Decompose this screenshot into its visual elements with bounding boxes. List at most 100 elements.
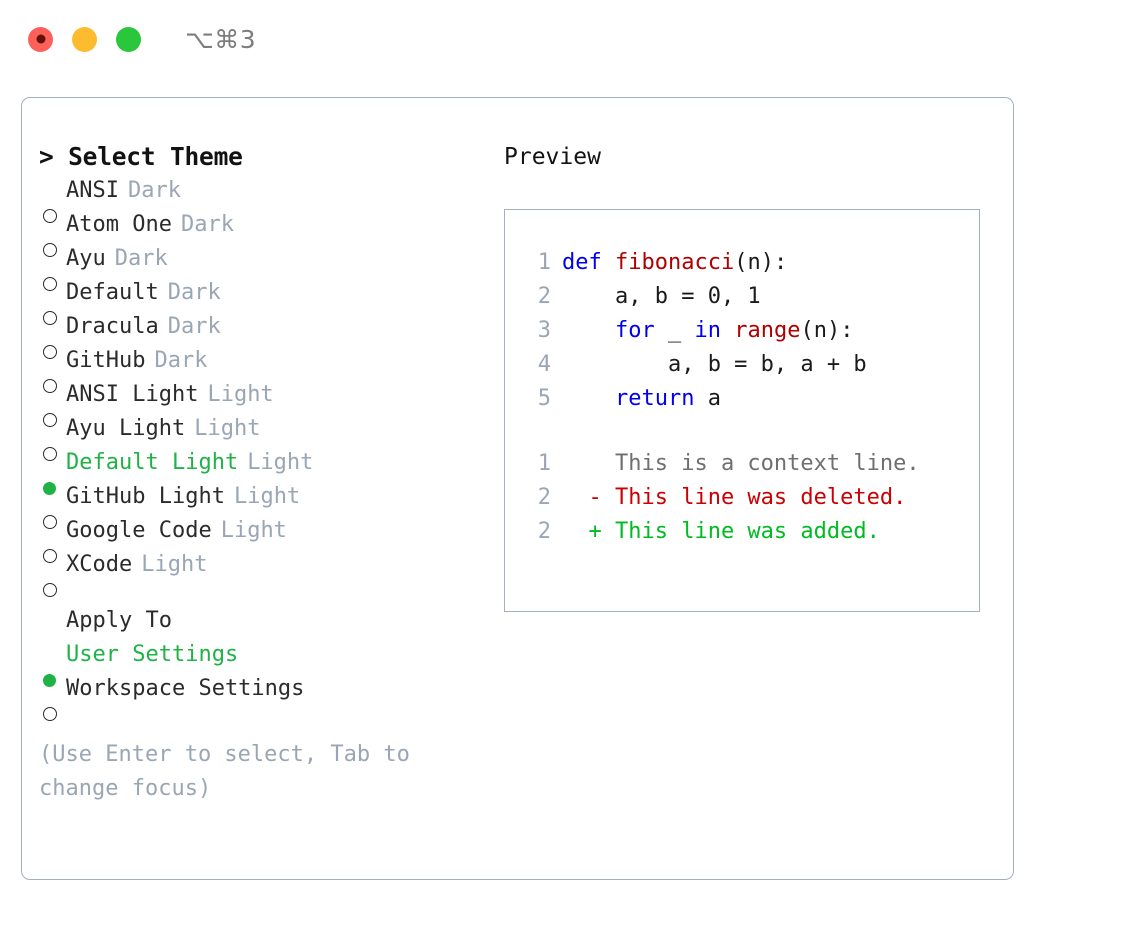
radio-dot [43, 674, 56, 687]
theme-option-label: GitHub Light [66, 484, 225, 509]
apply-to-option-user-settings[interactable]: User Settings [39, 638, 492, 687]
diff-line-number: 2 [537, 519, 551, 544]
code-token-kw: for [614, 318, 655, 343]
theme-option-label: Atom One [66, 212, 172, 237]
radio-dot [43, 707, 57, 721]
diff-line-ctx: 1 This is a context line. [523, 447, 979, 481]
theme-option-label: Default [66, 280, 159, 305]
hint-spacer [39, 706, 492, 738]
apply-to-header: Apply To [66, 608, 172, 633]
code-line-number: 2 [537, 284, 551, 309]
code-token-txt: (n): [800, 318, 854, 343]
code-line-content: def fibonacci(n): [562, 246, 787, 280]
theme-option-default[interactable]: Default Dark [39, 276, 492, 325]
code-line-content: a, b = b, a + b [562, 348, 867, 382]
radio-dot [43, 447, 57, 461]
radio-dot [43, 549, 57, 563]
theme-option-github-light[interactable]: GitHub Light Light [39, 480, 492, 529]
code-token-fn: fibonacci [614, 250, 735, 275]
theme-option-tag: Dark [114, 246, 168, 271]
diff-line-content: - This line was deleted. [562, 485, 907, 510]
code-line-number: 5 [537, 386, 551, 411]
code-line: 2 a, b = 0, 1 [523, 280, 979, 314]
diff-line-content: + This line was added. [562, 519, 880, 544]
code-line: 3 for _ in range(n): [523, 314, 979, 348]
diff-sample: 1 This is a context line.2 - This line w… [523, 447, 979, 549]
close-button[interactable] [28, 26, 53, 52]
code-token-txt [562, 318, 615, 343]
theme-option-ansi-light[interactable]: ANSI Light Light [39, 378, 492, 427]
diff-line-content: This is a context line. [562, 451, 920, 476]
theme-option-tag: Light [141, 552, 208, 577]
theme-option-default-light[interactable]: Default Light Light [39, 446, 492, 495]
code-diff-gap [523, 416, 979, 447]
radio-dot [43, 379, 57, 393]
theme-option-ayu[interactable]: Ayu Dark [39, 242, 492, 291]
minimize-button[interactable] [72, 26, 97, 52]
keyboard-hint: (Use Enter to select, Tab to change focu… [39, 742, 410, 801]
theme-option-tag: Light [220, 518, 287, 543]
radio-dot [43, 311, 57, 325]
zoom-button[interactable] [116, 26, 141, 52]
diff-line-number: 2 [537, 485, 551, 510]
code-line: 5 return a [523, 382, 979, 416]
code-token-txt: a, b = b, a + b [562, 352, 867, 377]
radio-dot [43, 243, 57, 257]
theme-option-label: Ayu Light [66, 416, 186, 441]
select-theme-header: > Select Theme [39, 142, 243, 171]
theme-option-dracula[interactable]: Dracula Dark [39, 310, 492, 359]
theme-option-label: Google Code [66, 518, 212, 543]
code-line-number: 3 [537, 318, 551, 343]
code-line-number: 4 [537, 352, 551, 377]
code-token-txt: a [694, 386, 721, 411]
theme-option-tag: Light [247, 450, 314, 475]
theme-option-tag: Dark [167, 314, 221, 339]
code-token-kw: in [694, 318, 721, 343]
theme-option-label: ANSI Light [66, 382, 199, 407]
theme-option-google-code[interactable]: Google Code Light [39, 514, 492, 563]
code-token-fn: range [734, 318, 801, 343]
code-token-txt: _ [654, 318, 695, 343]
radio-dot [43, 345, 57, 359]
theme-option-label: Ayu [66, 246, 106, 271]
diff-line-add: 2 + This line was added. [523, 515, 979, 549]
theme-option-label: Default Light [66, 450, 239, 475]
radio-dot [43, 413, 57, 427]
apply-to-option-workspace-settings[interactable]: Workspace Settings [39, 672, 492, 721]
theme-option-tag: Dark [180, 212, 234, 237]
theme-option-label: Dracula [66, 314, 159, 339]
diff-line-del: 2 - This line was deleted. [523, 481, 979, 515]
radio-dot [43, 583, 57, 597]
code-token-kw: def [562, 250, 615, 275]
code-line-content: a, b = 0, 1 [562, 280, 761, 314]
window-titlebar: ⌥⌘3 [0, 0, 1140, 78]
theme-option-tag: Light [207, 382, 274, 407]
apply-to-option-label: Workspace Settings [66, 676, 305, 701]
theme-option-atom-one[interactable]: Atom One Dark [39, 208, 492, 257]
code-token-txt [721, 318, 734, 343]
apply-to-header-row: Apply To [39, 604, 492, 638]
theme-option-label: ANSI [66, 178, 119, 203]
code-line: 4 a, b = b, a + b [523, 348, 979, 382]
preview-title: Preview [504, 144, 601, 170]
theme-option-label: GitHub [66, 348, 146, 373]
traffic-light-group [28, 26, 141, 52]
theme-option-tag: Dark [167, 280, 221, 305]
theme-option-tag: Light [233, 484, 301, 509]
keyboard-shortcut-label: ⌥⌘3 [185, 24, 257, 54]
code-token-txt [562, 386, 615, 411]
code-line-content: return a [562, 382, 721, 416]
radio-dot [43, 277, 57, 291]
